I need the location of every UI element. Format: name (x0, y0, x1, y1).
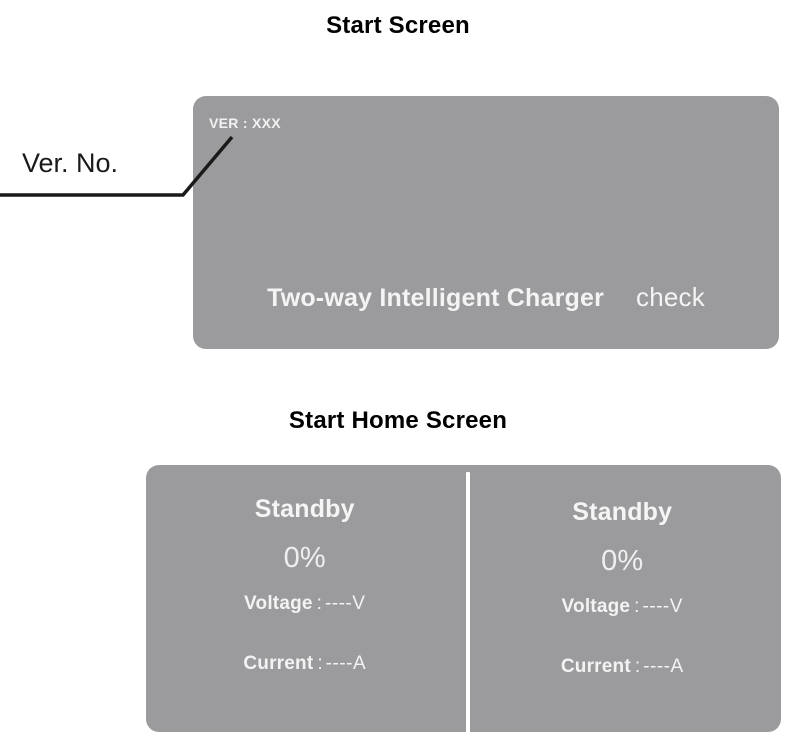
start-screen-heading: Start Screen (326, 12, 470, 39)
home-screen-panel: Standby 0% Voltage:----V Current:----A S… (146, 465, 781, 735)
channel-left-voltage-value: ----V (324, 593, 366, 614)
channel-right-current-value: ----A (643, 656, 684, 677)
version-number-text: VER : XXX (209, 115, 281, 131)
channel-left-content: Standby 0% Voltage:----V Current:----A (146, 495, 464, 675)
channel-right-voltage-label: Voltage (561, 596, 631, 617)
channel-left-column: Standby 0% Voltage:----V Current:----A (146, 465, 464, 732)
channel-left-voltage-label: Voltage (244, 593, 313, 614)
start-home-screen-heading: Start Home Screen (288, 407, 508, 434)
version-callout-label: Ver. No. (22, 148, 119, 178)
channel-right-status: Standby (572, 498, 673, 526)
channel-left-current-row: Current:----A (146, 653, 464, 675)
channel-right-percent: 0% (601, 545, 644, 577)
channel-left-current-value: ----A (325, 653, 367, 674)
channel-left-voltage-separator: : (316, 593, 322, 614)
channel-right-voltage-row: Voltage:----V (464, 596, 782, 618)
channel-right-current-label: Current (560, 656, 631, 677)
channel-right-current-row: Current:----A (464, 656, 782, 678)
channel-left-current-label: Current (243, 653, 314, 674)
channel-left-voltage-row: Voltage:----V (146, 593, 464, 615)
channel-left-status: Standby (254, 495, 355, 523)
channel-right-column: Standby 0% Voltage:----V Current:----A (464, 465, 782, 732)
start-screen-panel: VER : XXX Two-way Intelligent Charger ch… (193, 96, 779, 349)
home-screen-columns: Standby 0% Voltage:----V Current:----A S… (146, 465, 781, 732)
start-screen-bottom-row: Two-way Intelligent Charger check (193, 282, 779, 313)
channel-right-content: Standby 0% Voltage:----V Current:----A (464, 498, 782, 678)
product-title-text: Two-way Intelligent Charger (267, 284, 604, 312)
channel-right-voltage-value: ----V (642, 596, 683, 617)
channel-left-percent: 0% (283, 542, 326, 574)
check-status-text: check (636, 282, 705, 312)
channel-divider (466, 472, 470, 735)
channel-right-current-separator: : (634, 656, 641, 677)
channel-right-voltage-separator: : (634, 596, 640, 617)
channel-left-current-separator: : (317, 653, 323, 674)
